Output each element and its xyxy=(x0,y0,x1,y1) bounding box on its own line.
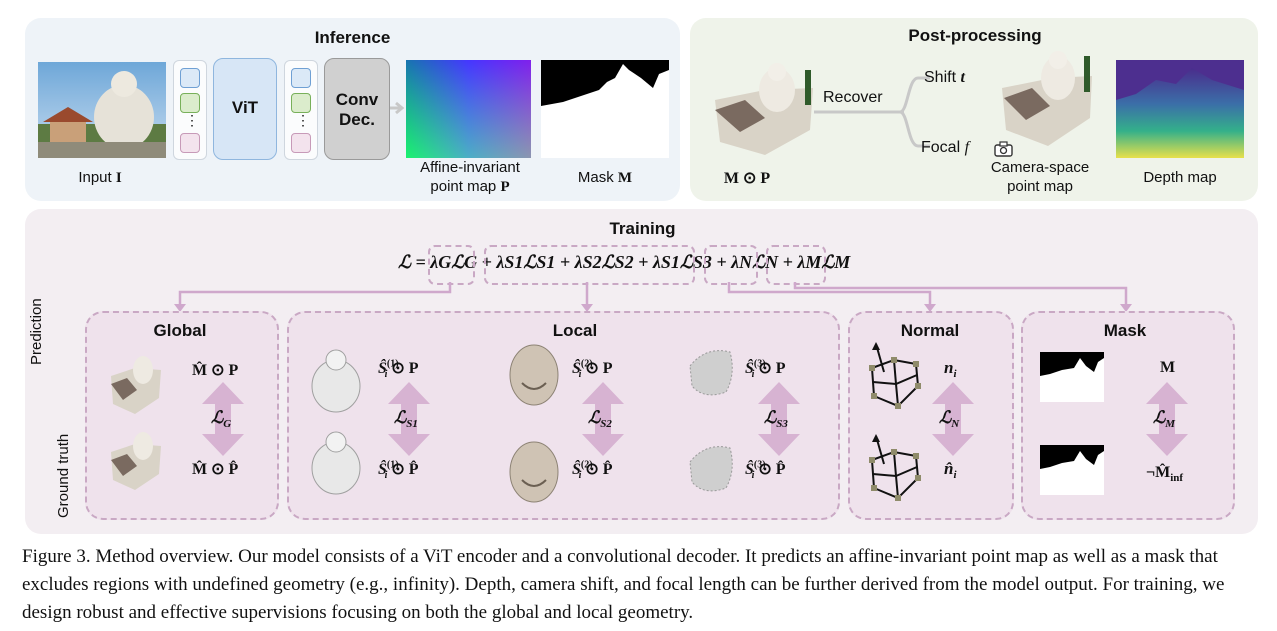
local-1-double-arrow-icon xyxy=(388,382,430,456)
token-blue xyxy=(180,68,200,88)
normal-loss-label: ℒN xyxy=(939,408,960,431)
row-label-ground-truth: Ground truth xyxy=(55,433,72,518)
local-3-pred-label: Ŝ(3)i ⊙ P xyxy=(745,358,786,381)
loss-term-normal-box xyxy=(704,245,758,285)
local-1-pred-label: Ŝ(1)i ⊙ P xyxy=(378,358,419,381)
local-1-gt-image xyxy=(311,431,361,495)
normal-gt-grid-icon xyxy=(869,434,921,501)
local-1-pred-image xyxy=(311,349,361,413)
input-label: Input I xyxy=(78,169,122,186)
local-2-double-arrow-icon xyxy=(582,382,624,456)
mask-gt-image xyxy=(1040,445,1104,495)
mask-image xyxy=(541,60,669,158)
local-1-loss-label: ℒS1 xyxy=(394,408,418,431)
local-3-gt-label: Ŝ(3)i ⊙ P̂ xyxy=(745,459,786,482)
point-map-label: Affine-invariant point map P xyxy=(420,159,520,195)
post-processing-title: Post-processing xyxy=(908,26,1042,45)
loss-term-mask-box xyxy=(766,245,826,285)
masked-point-map-label: M ⊙ P xyxy=(723,170,771,187)
loss-formula-text: ℒ = λGℒG + λS1ℒS1 + λS2ℒS2 + λS1ℒS3 + λN… xyxy=(398,252,851,272)
mask-label: Mask M xyxy=(577,169,633,186)
camera-space-point-map-image xyxy=(1002,51,1092,146)
conv-label-2: Dec. xyxy=(339,110,375,129)
camera-icon xyxy=(994,141,1013,157)
inference-title: Inference xyxy=(314,28,391,47)
local-2-loss-label: ℒS2 xyxy=(588,408,612,431)
depth-map-image xyxy=(1116,60,1244,158)
mask-gt-label: ¬M̂inf xyxy=(1146,464,1184,485)
global-title: Global xyxy=(153,321,207,340)
local-title: Local xyxy=(552,321,598,340)
global-loss-label: ℒG xyxy=(211,408,232,431)
token-dots: ⋮ xyxy=(296,112,310,128)
training-title: Training xyxy=(609,219,676,238)
local-3-gt-image xyxy=(689,446,733,492)
global-gt-label: M̂ ⊙ P̂ xyxy=(192,461,239,478)
loss-term-global-box xyxy=(428,245,475,285)
local-2-gt-image xyxy=(509,441,559,503)
token-green xyxy=(291,93,311,113)
normal-double-arrow-icon xyxy=(932,382,974,456)
point-map-image xyxy=(406,60,531,158)
mask-pred-label: M xyxy=(1160,359,1176,376)
normal-gt-label: n̂i xyxy=(944,459,957,482)
recover-arrow-icon xyxy=(814,76,930,148)
normal-title: Normal xyxy=(900,321,960,340)
global-pred-label: M̂ ⊙ P xyxy=(192,362,239,379)
input-image xyxy=(38,62,166,158)
token-pink xyxy=(180,133,200,153)
masked-point-cloud-image xyxy=(715,63,813,155)
global-gt-cloud-image xyxy=(111,432,161,490)
conv-label-1: Conv xyxy=(335,90,379,109)
conv-decoder-block xyxy=(324,58,390,160)
arrow-icon xyxy=(390,101,405,115)
figure-caption: Figure 3. Method overview. Our model con… xyxy=(22,546,1225,623)
local-1-gt-label: Ŝ(1)i ⊙ P̂ xyxy=(378,459,419,482)
focal-label: Focal f xyxy=(921,139,970,156)
global-pred-cloud-image xyxy=(111,356,161,414)
normal-pred-grid-icon xyxy=(869,342,921,409)
local-2-pred-image xyxy=(509,344,559,406)
mask-pred-image xyxy=(1040,352,1104,402)
shift-label: Shift t xyxy=(924,69,965,86)
recover-label: Recover xyxy=(823,89,883,106)
local-2-gt-label: Ŝ(2)i ⊙ P̂ xyxy=(572,459,613,482)
local-3-double-arrow-icon xyxy=(758,382,800,456)
vit-block xyxy=(213,58,277,160)
depth-map-label: Depth map xyxy=(1143,169,1217,186)
token-dots: ⋮ xyxy=(185,112,199,128)
local-2-pred-label: Ŝ(2)i ⊙ P xyxy=(572,358,613,381)
row-label-prediction: Prediction xyxy=(28,298,45,365)
loss-formula: ℒ = λGℒG + λS1ℒS1 + λS2ℒS2 + λS1ℒS3 + λN… xyxy=(398,252,850,273)
mask-title: Mask xyxy=(1103,321,1147,340)
mask-double-arrow-icon xyxy=(1146,382,1188,456)
local-loss-box xyxy=(287,311,840,520)
global-loss-box xyxy=(85,311,279,520)
global-double-arrow-icon xyxy=(202,382,244,456)
token-green xyxy=(180,93,200,113)
vit-label: ViT xyxy=(231,98,259,117)
local-3-pred-image xyxy=(689,350,733,396)
camera-space-label: Camera-space point map xyxy=(990,159,1090,195)
loss-term-local-box xyxy=(484,245,695,285)
token-pink xyxy=(291,133,311,153)
token-blue xyxy=(291,68,311,88)
local-3-loss-label: ℒS3 xyxy=(764,408,788,431)
mask-loss-label: ℒM xyxy=(1153,408,1176,431)
normal-pred-label: ni xyxy=(944,358,957,381)
